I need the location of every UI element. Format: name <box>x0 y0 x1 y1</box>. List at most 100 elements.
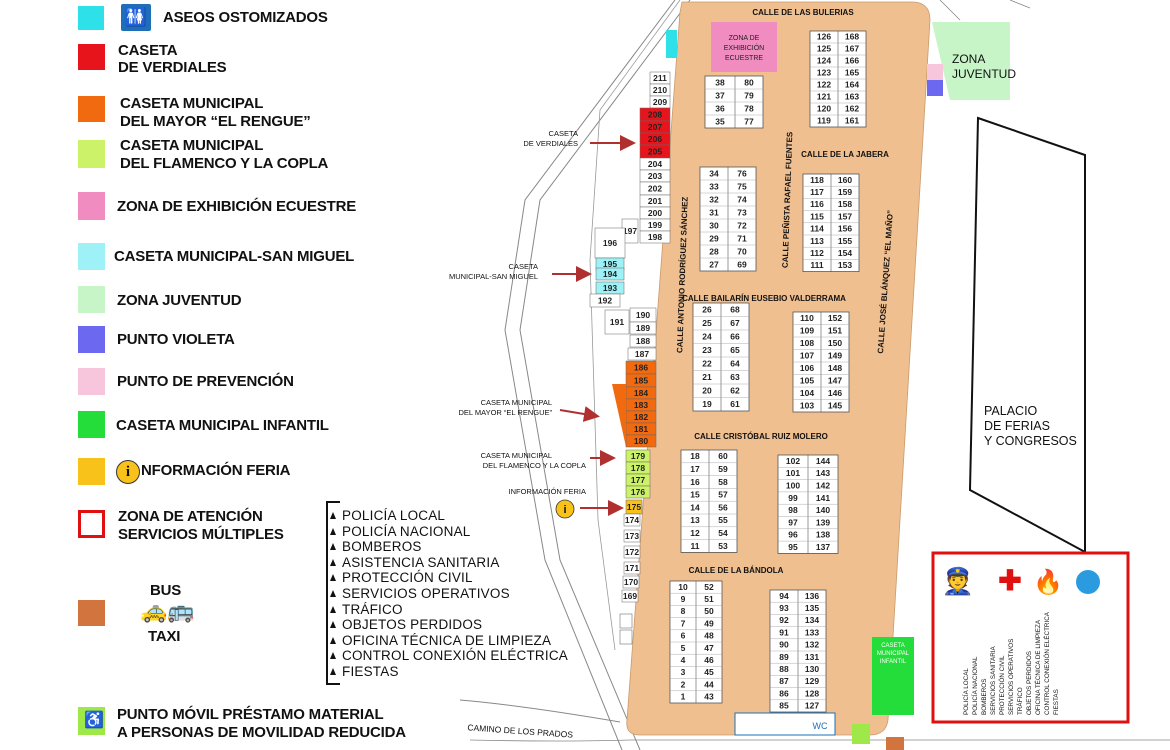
booth-number: 106 <box>800 363 814 373</box>
booth-number: 7 <box>681 618 686 628</box>
booth-number: 134 <box>805 615 819 625</box>
booth-number: 44 <box>704 679 714 689</box>
booth-175: 175 <box>625 499 643 515</box>
legend-swatch-flamenco <box>78 140 105 168</box>
service-item: OBJETOS PERDIDOS <box>330 617 568 633</box>
info-icon: i <box>116 460 140 484</box>
svg-text:186: 186 <box>634 363 648 373</box>
booth-number: 80 <box>744 77 754 87</box>
booth-number: 116 <box>810 199 824 209</box>
legend-swatch-mayor <box>78 96 105 122</box>
svg-text:207: 207 <box>648 122 662 132</box>
booth-number: 20 <box>702 386 712 396</box>
booth-number: 1 <box>681 692 686 702</box>
legend-label-prevencion: PUNTO DE PREVENCIÓN <box>117 373 294 390</box>
booth-number: 58 <box>718 477 728 487</box>
mayor-booth-area <box>612 384 626 447</box>
booth-number: 143 <box>816 468 830 478</box>
palacio-label-1: PALACIO <box>984 404 1038 418</box>
callout-flamenco-1: CASETA MUNICIPAL <box>481 451 552 460</box>
booth-173: 173 <box>623 529 641 543</box>
booth-number: 77 <box>744 116 754 126</box>
booth-207: 207 <box>639 120 671 134</box>
svg-text:175: 175 <box>627 502 641 512</box>
booth-number: 73 <box>737 207 747 217</box>
palacio-label-2: DE FERIAS <box>984 419 1050 433</box>
booth-number: 19 <box>702 399 712 409</box>
callout-sanmiguel-1: CASETA <box>509 262 538 271</box>
booth-194: 194 <box>595 267 625 281</box>
service-item: SERVICIOS OPERATIVOS <box>330 586 568 602</box>
booth-number: 88 <box>779 664 789 674</box>
svg-text:204: 204 <box>648 159 662 169</box>
svg-text:208: 208 <box>648 110 662 120</box>
svg-text:176: 176 <box>631 487 645 497</box>
booth-number: 25 <box>702 318 712 328</box>
booth-number: 130 <box>805 664 819 674</box>
booth-number: 155 <box>838 236 852 246</box>
booth-number: 122 <box>817 80 831 90</box>
svg-text:194: 194 <box>603 269 617 279</box>
side-service-label: POLICÍA NACIONAL <box>970 656 979 715</box>
booth-number: 64 <box>730 359 740 369</box>
booth-number: 3 <box>681 667 686 677</box>
booth-number: 17 <box>690 464 700 474</box>
booth-number: 76 <box>737 168 747 178</box>
infantil-label-2: MUNICIPAL <box>877 651 910 657</box>
ecuestre-zone-label-2: EXHIBICIÓN <box>724 43 764 52</box>
booth-number: 128 <box>805 688 819 698</box>
wc-block <box>734 712 836 736</box>
side-service-label: SERVICIOS SANITARIA <box>990 646 997 715</box>
booth-number: 149 <box>828 351 842 361</box>
svg-text:192: 192 <box>598 296 612 306</box>
booth-number: 23 <box>702 345 712 355</box>
booth-number: 66 <box>730 332 740 342</box>
violeta-point <box>927 80 943 96</box>
booth-number: 33 <box>709 181 719 191</box>
booth-number: 99 <box>788 493 798 503</box>
booth-number: 110 <box>800 313 814 323</box>
street-bulerias: CALLE DE LAS BULERIAS <box>752 8 854 17</box>
booth-number: 96 <box>788 530 798 540</box>
svg-text:202: 202 <box>648 184 662 194</box>
booth-number: 161 <box>845 116 859 126</box>
svg-text:171: 171 <box>625 563 639 573</box>
booth-number: 4 <box>681 655 686 665</box>
svg-text:209: 209 <box>653 97 667 107</box>
fire-icon: 🔥 <box>1033 568 1063 596</box>
legend-label-bus: BUS <box>150 582 182 599</box>
booth-171: 171 <box>623 561 641 575</box>
booth-number: 26 <box>702 305 712 315</box>
booth-177: 177 <box>625 473 651 487</box>
side-service-label: POLICÍA LOCAL <box>961 668 970 715</box>
booth-number: 142 <box>816 480 830 490</box>
info-map-icon <box>555 499 575 519</box>
booth-number: 156 <box>838 224 852 234</box>
booth-number: 56 <box>718 502 728 512</box>
svg-text:184: 184 <box>634 388 648 398</box>
booth-198: 198 <box>639 230 671 244</box>
side-service-label: BOMBEROS <box>981 679 988 715</box>
booth-number: 126 <box>817 32 831 42</box>
callout-verdiales-2: DE VERDIALES <box>523 139 578 148</box>
booth-211: 211 <box>649 71 671 85</box>
booth-number: 90 <box>779 640 789 650</box>
wc-label: WC <box>813 721 828 731</box>
booth-number: 34 <box>709 168 719 178</box>
booth-number: 108 <box>800 338 814 348</box>
booth-number: 165 <box>845 68 859 78</box>
booth-number: 104 <box>800 388 814 398</box>
booth-number: 30 <box>709 220 719 230</box>
legend-swatch-violeta <box>78 326 105 353</box>
legend-label-informacion: NFORMACIÓN FERIA <box>141 462 291 479</box>
booth-number: 163 <box>845 92 859 102</box>
booth-199: 199 <box>639 218 671 232</box>
legend-label-flamenco-2: DEL FLAMENCO Y LA COPLA <box>120 155 329 172</box>
booth-number: 85 <box>779 701 789 711</box>
booth-number: 131 <box>805 652 819 662</box>
booth-180: 180 <box>625 434 657 448</box>
booth-number: 152 <box>828 313 842 323</box>
